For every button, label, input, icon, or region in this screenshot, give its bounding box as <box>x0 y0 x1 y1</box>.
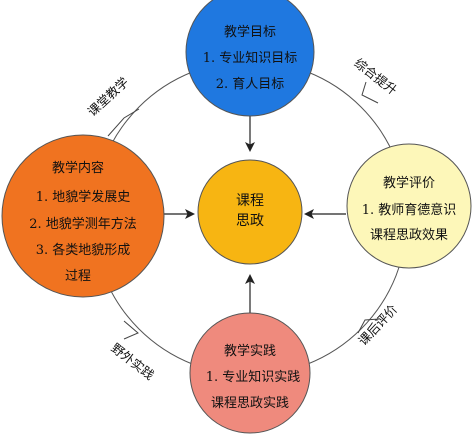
node-teaching-goal: 教学目标 1. 专业知识目标 2. 育人目标 <box>185 0 315 117</box>
node-teaching-goal-line-1: 1. 专业知识目标 <box>203 50 298 66</box>
node-teaching-content: 教学内容 1. 地貌学发展史 2. 地貌学测年方法 3. 各类地貌形成 过程 <box>1 134 165 298</box>
node-teaching-content-line-2: 2. 地貌学测年方法 <box>29 216 137 232</box>
node-teaching-practice: 教学实践 1. 专业知识实践 课程思政实践 <box>189 312 311 434</box>
arc-label-bottom-left: 野外实践 <box>108 340 157 383</box>
node-teaching-content-line-1: 1. 地貌学发展史 <box>36 189 131 205</box>
chevron-icon-top-right <box>361 81 379 104</box>
node-teaching-practice-line-2: 课程思政实践 <box>211 396 289 411</box>
node-teaching-practice-line-1: 1. 专业知识实践 <box>206 369 301 385</box>
node-teaching-content-circle <box>1 134 165 298</box>
arc-chevrons <box>107 81 380 340</box>
arc-label-top-right: 综合提升 <box>351 55 400 98</box>
chevron-icon-top-left <box>107 108 140 137</box>
node-teaching-evaluation: 教学评价 1. 教师育德意识 课程思政效果 <box>346 143 472 269</box>
node-teaching-evaluation-line-2: 课程思政效果 <box>370 228 448 243</box>
chevron-icon-bottom-left <box>123 320 139 340</box>
node-teaching-goal-circle <box>185 0 315 117</box>
node-center: 课程 思政 <box>197 159 303 265</box>
node-center-line-1: 课程 <box>236 193 264 209</box>
node-teaching-practice-title: 教学实践 <box>224 343 276 359</box>
arc-label-top-left: 课堂教学 <box>85 74 132 119</box>
node-teaching-evaluation-circle <box>346 143 472 269</box>
node-teaching-content-line-4: 过程 <box>65 269 91 284</box>
node-center-line-2: 思政 <box>236 213 264 229</box>
node-teaching-content-title: 教学内容 <box>52 160 104 176</box>
node-center-circle <box>197 159 303 265</box>
node-teaching-goal-title: 教学目标 <box>224 24 276 40</box>
node-teaching-evaluation-line-1: 1. 教师育德意识 <box>362 202 457 218</box>
node-teaching-practice-circle <box>189 312 311 434</box>
chevron-icon-bottom-right <box>357 318 380 334</box>
node-teaching-goal-line-2: 2. 育人目标 <box>216 76 285 92</box>
node-teaching-evaluation-title: 教学评价 <box>383 175 435 191</box>
node-teaching-content-line-3: 3. 各类地貌形成 <box>36 242 131 258</box>
